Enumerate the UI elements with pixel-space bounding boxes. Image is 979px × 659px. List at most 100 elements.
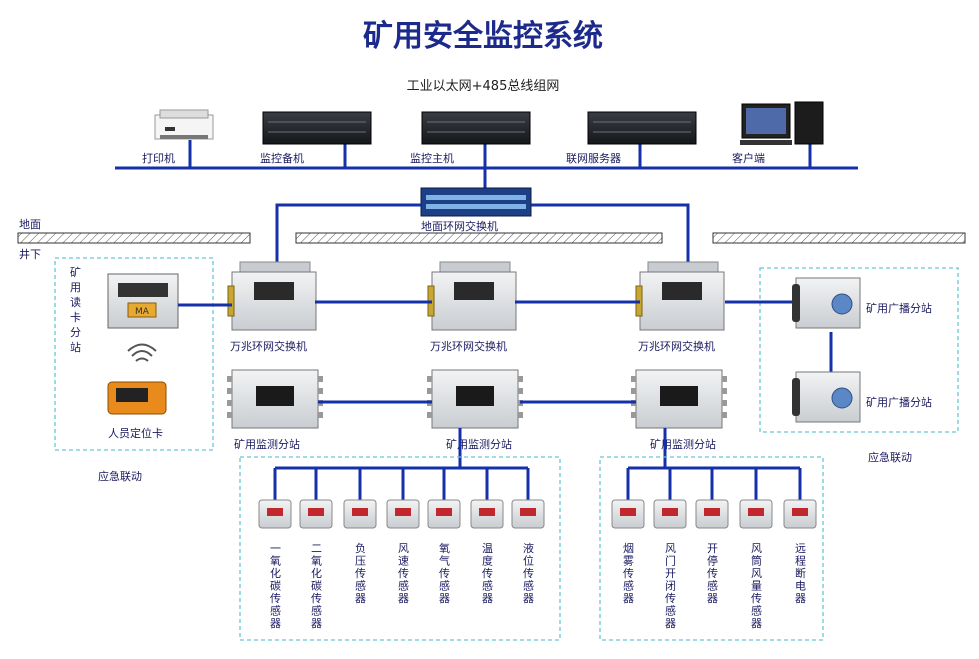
card-reader-label-char: 用 — [70, 281, 81, 294]
group1-sensor-label-char: 风 — [398, 542, 409, 555]
monitor-station-port-icon — [722, 376, 727, 382]
card-reader-label-char: 卡 — [70, 311, 81, 324]
group2-sensor-label-char: 器 — [623, 592, 634, 605]
group1-sensor-label-char: 氧 — [439, 541, 450, 555]
group2-sensor-indicator-icon — [662, 508, 678, 516]
group1-sensor-label-char: 传 — [270, 592, 281, 605]
group2-sensor-label-char: 筒 — [751, 554, 762, 568]
group1-sensor-label-char: 传 — [398, 567, 409, 580]
group1-sensor-label-char: 感 — [523, 580, 534, 593]
monitor-station-display-icon — [660, 386, 698, 406]
group1-sensor-label-char: 传 — [311, 592, 322, 605]
surface-switch-label: 地面环网交换机 — [421, 219, 498, 233]
group2-sensor-label-char: 门 — [665, 554, 676, 568]
group1-sensor-label-char: 器 — [270, 617, 281, 630]
locator-card-icon — [107, 381, 167, 415]
monitor-station-port-icon — [518, 376, 523, 382]
broadcast-station-1: 矿用广播分站 — [792, 277, 932, 329]
group2-sensor-indicator-icon — [748, 508, 764, 516]
card-reader-label-char: 分 — [70, 326, 81, 339]
broadcast-handset-icon — [792, 378, 800, 416]
ring-switch-fins-icon — [439, 261, 511, 273]
ring-switch-3: 万兆环网交换机 — [635, 261, 725, 353]
ring-switch-display-icon — [254, 282, 294, 300]
group1-sensor-label-char: 器 — [439, 592, 450, 605]
group2-sensor-label-char: 开 — [707, 542, 718, 555]
ring-switch-display-icon — [454, 282, 494, 300]
group2-sensor-label-char: 雾 — [623, 555, 634, 568]
group2-sensor-label-char: 器 — [751, 617, 762, 630]
group1-sensor-label-char: 器 — [523, 592, 534, 605]
group1-sensor-label-char: 碳 — [270, 579, 281, 593]
group1-sensor-label-char: 感 — [439, 580, 450, 593]
broadcast-station-2: 矿用广播分站 — [792, 371, 932, 423]
group1-sensor-label-char: 感 — [398, 580, 409, 593]
monitor-station-port-icon — [427, 412, 432, 418]
group1-sensor-label-char: 一 — [270, 542, 281, 555]
monitor-station-3: 矿用监测分站 — [631, 369, 727, 451]
card-reader-group — [54, 257, 214, 451]
monitor-station-display-icon — [456, 386, 494, 406]
group1-sensor-indicator-icon — [308, 508, 324, 516]
monitor-station-port-icon — [518, 388, 523, 394]
broadcast-handset-icon — [792, 284, 800, 322]
monitor-station-port-icon — [722, 400, 727, 406]
underground-label: 井下 — [19, 247, 41, 261]
wireless-signal-icon — [127, 343, 157, 362]
broadcast-speaker-icon — [831, 387, 853, 409]
ring-switch-label: 万兆环网交换机 — [638, 339, 715, 353]
group1-sensor-label-char: 碳 — [311, 579, 322, 593]
ground-label: 地面 — [19, 218, 41, 231]
monitor-station-display-icon — [256, 386, 294, 406]
card-reader-label-char: 矿 — [70, 266, 81, 279]
group1-sensor-label-char: 化 — [270, 566, 281, 580]
ring-switch-1: 万兆环网交换机 — [227, 261, 317, 353]
card-reader-label-char: 站 — [70, 340, 81, 354]
group1-sensor-label-char: 负 — [355, 541, 366, 555]
ring-switch-body-icon — [639, 271, 725, 331]
card-reader-station-icon: MA — [107, 273, 179, 329]
group2-sensor-label-char: 传 — [665, 592, 676, 605]
group1-sensor-indicator-icon — [395, 508, 411, 516]
group1-sensor-label-char: 感 — [482, 580, 493, 593]
monitor-station-body-icon — [431, 369, 519, 429]
group1-sensor-label-char: 气 — [439, 554, 450, 568]
group1-sensor-label-char: 传 — [523, 567, 534, 580]
emergency-left-label: 应急联动 — [98, 469, 142, 483]
group1-sensor-label-char: 器 — [398, 592, 409, 605]
ground-hatch-left — [17, 232, 251, 244]
group1-sensor-label-char: 感 — [270, 605, 281, 618]
group1-sensor-label-char: 氧 — [311, 554, 322, 568]
broadcast-speaker-icon — [831, 293, 853, 315]
group2-sensor-label-char: 电 — [795, 580, 806, 593]
monitor-station-1: 矿用监测分站 — [227, 369, 323, 451]
group1-sensor-label-char: 位 — [523, 554, 534, 568]
backup-server-icon — [262, 111, 372, 145]
group2-sensor-label-char: 感 — [665, 605, 676, 618]
group1-sensor-label-char: 温 — [482, 542, 493, 555]
net-server-label: 联网服务器 — [566, 152, 621, 165]
monitor-station-port-icon — [631, 412, 636, 418]
group2-sensor-label-char: 器 — [795, 592, 806, 605]
group2-sensor-label-char: 传 — [707, 567, 718, 580]
group1-sensor-indicator-icon — [479, 508, 495, 516]
group1-sensor-indicator-icon — [267, 508, 283, 516]
group2-sensor-label-char: 传 — [623, 567, 634, 580]
group1-sensor-label-char: 感 — [311, 605, 322, 618]
network-subtitle: 工业以太网+485总线组网 — [407, 79, 560, 94]
group2-sensor-label-char: 风 — [751, 542, 762, 555]
ring-switch-body-icon — [431, 271, 517, 331]
monitor-station-port-icon — [227, 388, 232, 394]
group1-sensor-label-char: 感 — [355, 580, 366, 593]
group2-sensor-label-char: 量 — [751, 580, 762, 593]
